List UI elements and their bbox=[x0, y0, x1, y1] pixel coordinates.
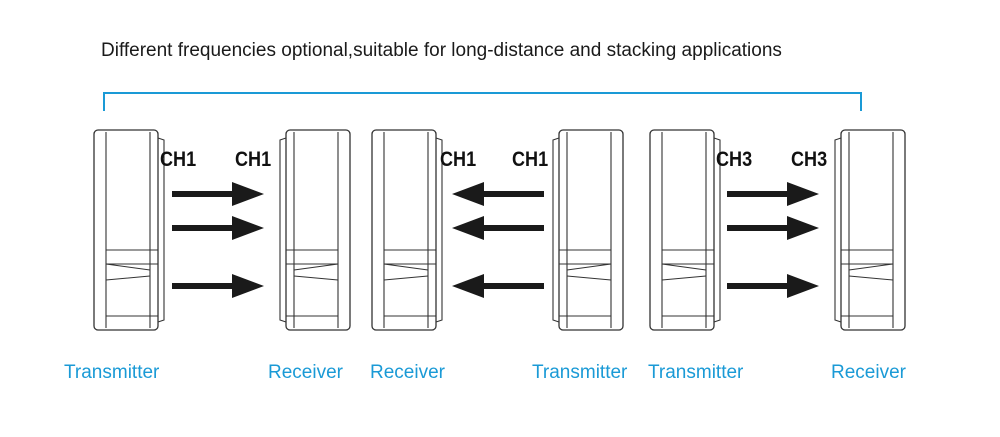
device-transmitter-3 bbox=[649, 129, 721, 331]
channel-label: CH1 bbox=[235, 148, 272, 171]
channel-label: CH3 bbox=[791, 148, 828, 171]
beam-arrow bbox=[452, 182, 544, 206]
role-label: Receiver bbox=[268, 362, 343, 383]
grouping-bracket bbox=[103, 92, 862, 111]
role-label: Transmitter bbox=[648, 362, 744, 383]
beam-arrow bbox=[727, 216, 819, 240]
role-label: Receiver bbox=[831, 362, 906, 383]
device-receiver-3 bbox=[834, 129, 906, 331]
device-transmitter-1 bbox=[93, 129, 165, 331]
role-label: Transmitter bbox=[532, 362, 628, 383]
beam-arrow bbox=[727, 274, 819, 298]
device-receiver-2 bbox=[371, 129, 443, 331]
channel-label: CH1 bbox=[512, 148, 549, 171]
headline: Different frequencies optional,suitable … bbox=[101, 40, 782, 61]
device-receiver-1 bbox=[279, 129, 351, 331]
beam-arrow bbox=[452, 216, 544, 240]
channel-label: CH3 bbox=[716, 148, 753, 171]
role-label: Receiver bbox=[370, 362, 445, 383]
role-label: Transmitter bbox=[64, 362, 160, 383]
beam-arrow bbox=[172, 274, 264, 298]
beam-arrow bbox=[172, 182, 264, 206]
beam-arrow bbox=[452, 274, 544, 298]
beam-arrow bbox=[727, 182, 819, 206]
beam-arrow bbox=[172, 216, 264, 240]
device-transmitter-2 bbox=[552, 129, 624, 331]
channel-label: CH1 bbox=[160, 148, 197, 171]
channel-label: CH1 bbox=[440, 148, 477, 171]
